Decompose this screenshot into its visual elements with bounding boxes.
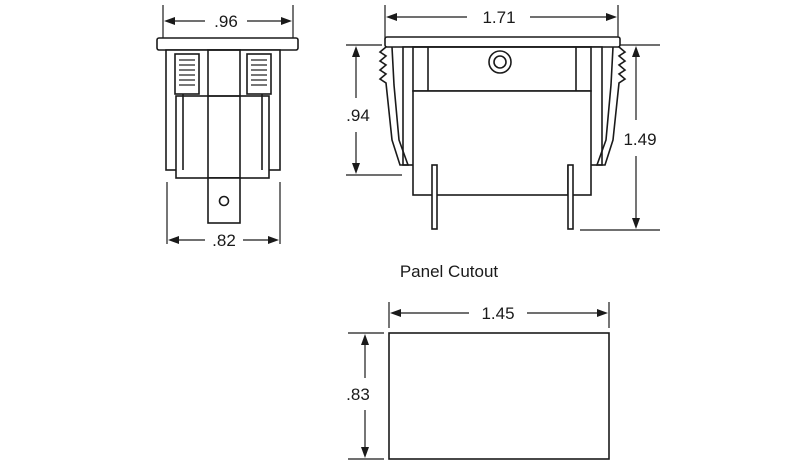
front-width-label: 1.71 [482, 8, 515, 27]
front-width-dimension: 1.71 [386, 8, 617, 27]
side-top-dimension: .96 [164, 12, 292, 31]
side-view: .96 [156, 5, 299, 250]
indicator-lamp-icon [488, 50, 512, 74]
front-terminal-left [431, 164, 438, 230]
front-total-height-label: 1.49 [623, 130, 656, 149]
panel-cutout: Panel Cutout 1.45 .83 [346, 262, 610, 460]
side-top-width-label: .96 [214, 12, 238, 31]
front-bezel-height-dimension: .94 [346, 46, 370, 174]
front-bezel-height-label: .94 [346, 106, 370, 125]
cutout-height-dimension: .83 [346, 334, 370, 458]
front-bezel [384, 36, 621, 48]
side-bezel [156, 37, 299, 51]
left-spring-clip [378, 46, 410, 166]
side-bottom-dimension: .82 [168, 231, 279, 250]
front-total-height-dimension: 1.49 [623, 46, 657, 229]
right-spring-clip [595, 46, 627, 166]
cutout-outline [388, 332, 610, 460]
side-bottom-width-label: .82 [212, 231, 236, 250]
cutout-width-dimension: 1.45 [390, 304, 608, 323]
side-terminal [207, 177, 241, 224]
front-terminal-right [567, 164, 574, 230]
front-view: 1.71 .94 [346, 5, 660, 231]
cutout-height-label: .83 [346, 385, 370, 404]
side-clip-teeth [179, 59, 267, 86]
cutout-width-label: 1.45 [481, 304, 514, 323]
panel-cutout-title: Panel Cutout [400, 262, 499, 281]
